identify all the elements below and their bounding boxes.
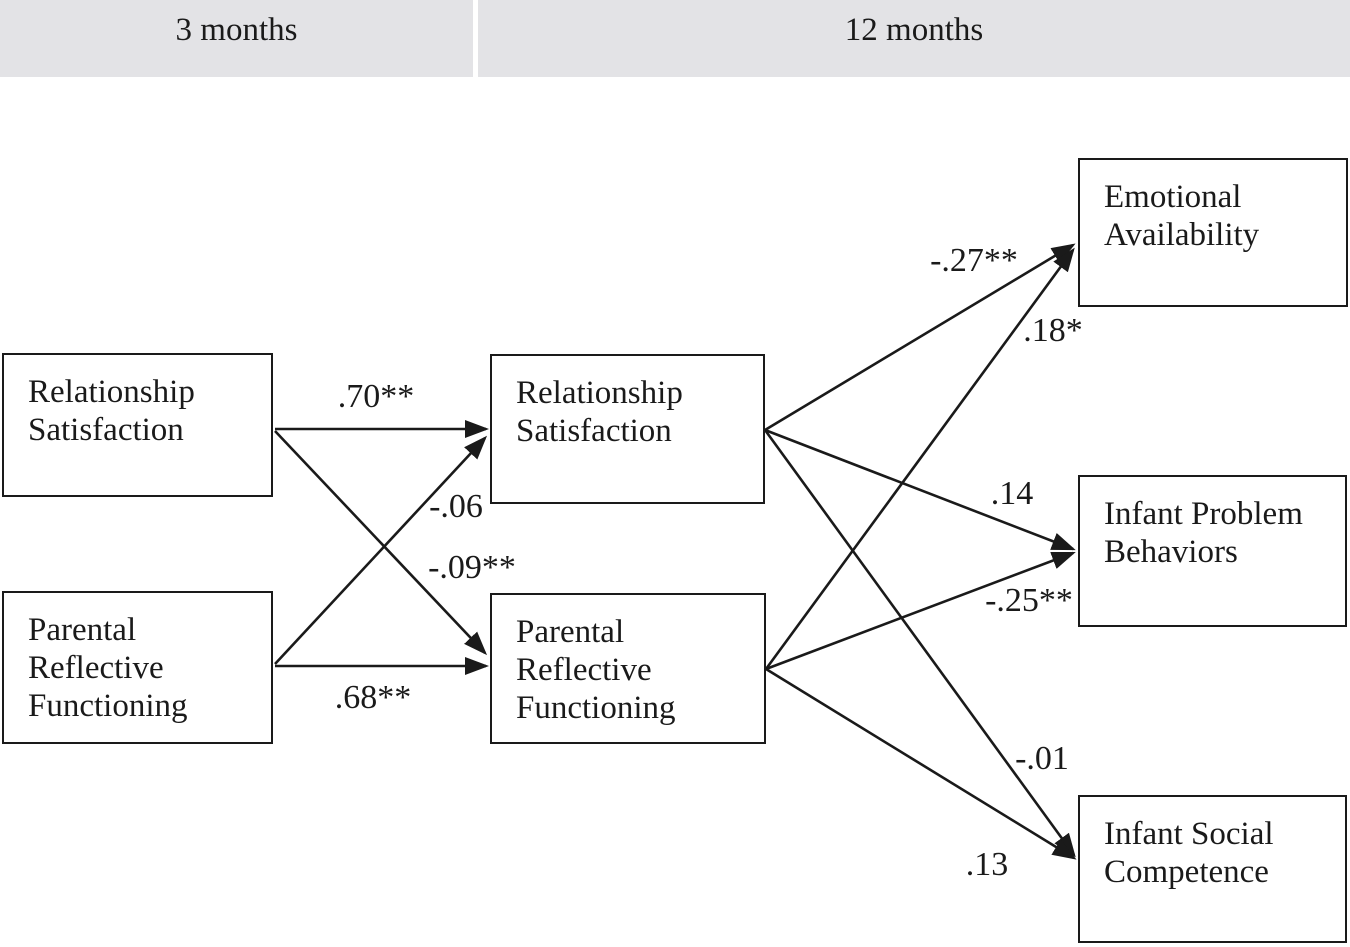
arrow-rs3-to-prf12 — [274, 430, 488, 656]
arrow-prf12-to-ea — [764, 247, 1075, 670]
arrow-prf12-to-isc — [765, 667, 1077, 860]
coefficient-rs3-prf12: -.09** — [428, 549, 516, 586]
node-emotional-availability: Emotional Availability — [1078, 158, 1348, 307]
arrow-rs12-to-ipb — [764, 428, 1076, 551]
node-label: Infant Social Competence — [1104, 816, 1274, 890]
coefficient-prf12-isc: .13 — [965, 846, 1009, 883]
node-parental-reflective-functioning-3mo: Parental Reflective Functioning — [2, 591, 273, 744]
coefficient-rs12-ea: -.27** — [930, 242, 1018, 279]
node-relationship-satisfaction-3mo: Relationship Satisfaction — [2, 353, 273, 497]
coefficient-rs3-rs12: .70** — [337, 378, 415, 415]
node-label: Relationship Satisfaction — [516, 375, 683, 449]
node-label: Parental Reflective Functioning — [28, 612, 188, 724]
node-label: Parental Reflective Functioning — [516, 614, 676, 726]
arrow-rs12-to-ea — [764, 243, 1076, 432]
timepoint-label-3-months: 3 months — [175, 12, 298, 48]
arrow-prf3-to-rs12 — [274, 435, 488, 665]
node-infant-problem-behaviors: Infant Problem Behaviors — [1078, 475, 1347, 627]
coefficient-prf3-rs12: -.06 — [429, 488, 483, 525]
node-infant-social-competence: Infant Social Competence — [1078, 795, 1347, 943]
timepoint-band-3-months: 3 months — [0, 0, 473, 77]
node-label: Relationship Satisfaction — [28, 374, 195, 448]
coefficient-rs12-ipb: .14 — [990, 475, 1034, 512]
arrow-prf12-to-ipb — [765, 551, 1076, 671]
node-label: Infant Problem Behaviors — [1104, 496, 1303, 570]
coefficient-prf3-prf12: .68** — [334, 679, 412, 716]
timepoint-band-12-months: 12 months — [478, 0, 1350, 77]
timepoint-label-12-months: 12 months — [844, 12, 984, 48]
node-parental-reflective-functioning-12mo: Parental Reflective Functioning — [490, 593, 766, 744]
node-relationship-satisfaction-12mo: Relationship Satisfaction — [490, 354, 765, 504]
arrow-rs12-to-isc — [763, 429, 1076, 858]
coefficient-prf12-ipb: -.25** — [985, 582, 1073, 619]
node-label: Emotional Availability — [1104, 179, 1260, 253]
coefficient-prf12-ea: .18* — [1023, 312, 1083, 349]
coefficient-rs12-isc: -.01 — [1015, 740, 1069, 777]
